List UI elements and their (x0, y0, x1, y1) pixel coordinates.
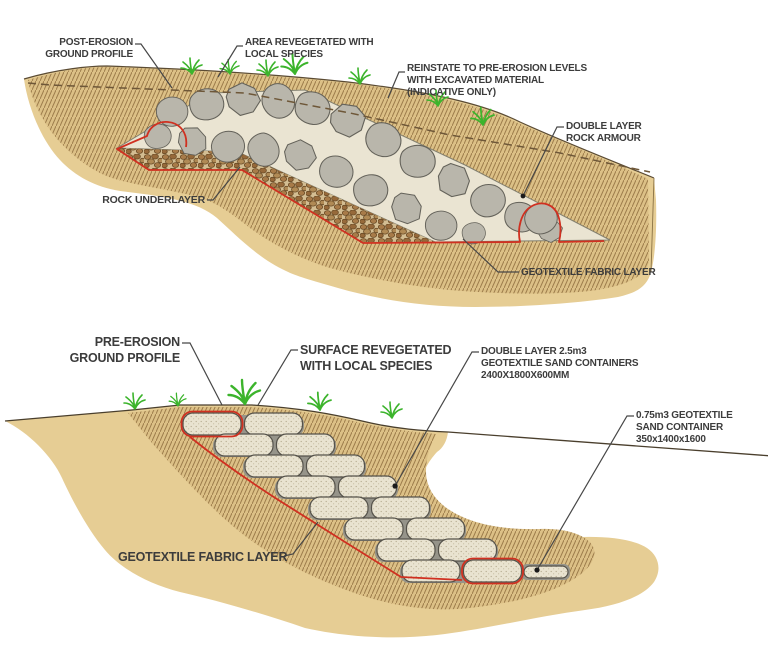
leader-dot (520, 193, 526, 199)
post-erosion-profile-dashed-line (27, 82, 651, 173)
label-double-layer-rock-armour: DOUBLE LAYER ROCK ARMOUR (566, 121, 642, 145)
leader-lines-bottom (182, 342, 634, 571)
label-double-layer-sand-containers: DOUBLE LAYER 2.5m3 GEOTEXTILE SAND CONTA… (481, 346, 639, 382)
sand-container-bag (182, 412, 242, 436)
leader-line (217, 45, 243, 78)
label-line: (INDICATIVE ONLY) (407, 87, 496, 98)
label-line: ROCK ARMOUR (566, 133, 641, 144)
geotextile-red-line (180, 410, 524, 585)
label-line: SAND CONTAINER (636, 422, 724, 433)
label-small-sand-container: 0.75m3 GEOTEXTILE SAND CONTAINER 350x140… (636, 410, 733, 446)
label-line: AREA REVEGETATED WITH (245, 37, 374, 48)
ground-edge-line (650, 177, 655, 273)
sand-container-bag (405, 517, 466, 541)
label-line: ROCK UNDERLAYER (102, 194, 205, 206)
label-line: 350x1400x1600 (636, 434, 706, 445)
label-line: 2400X1800X600MM (481, 370, 570, 381)
sand-container-bag (401, 559, 461, 583)
label-geotextile-fabric-layer-top: GEOTEXTILE FABRIC LAYER (521, 267, 656, 279)
leader-dot (534, 567, 540, 573)
label-line: LOCAL SPECIES (245, 49, 323, 60)
sand-container-bag (243, 412, 304, 436)
label-line: POST-EROSION (59, 37, 133, 48)
label-geotextile-fabric-layer-bottom: GEOTEXTILE FABRIC LAYER (118, 549, 287, 565)
rock-underlayer-band (117, 148, 435, 242)
sand-container-bag (309, 496, 369, 520)
leader-lines-top (135, 43, 564, 273)
label-line: WITH LOCAL SPECIES (300, 359, 433, 373)
leader-line (182, 342, 223, 406)
label-line: DOUBLE LAYER 2.5m3 (481, 346, 587, 357)
label-pre-erosion-ground-profile: PRE-EROSION GROUND PROFILE (69, 334, 181, 366)
sand-container-bags (182, 412, 569, 583)
top-diagram (23, 43, 657, 307)
label-line: WITH EXCAVATED MATERIAL (407, 75, 544, 86)
small-sand-container-bag (523, 565, 569, 579)
ground-surface-line (23, 65, 655, 179)
leader-dot (392, 483, 398, 489)
sand-container-bag (214, 433, 274, 457)
leader-line (394, 351, 479, 487)
label-line: PRE-EROSION (94, 335, 181, 349)
label-line: GROUND PROFILE (45, 49, 133, 60)
label-area-revegetated: AREA REVEGETATED WITH LOCAL SPECIES (245, 37, 374, 61)
label-surface-revegetated: SURFACE REVEGETATED WITH LOCAL SPECIES (300, 342, 452, 374)
label-line: REINSTATE TO PRE-EROSION LEVELS (407, 63, 587, 74)
leader-line (387, 71, 405, 99)
leader-line (135, 43, 173, 89)
leader-line (536, 415, 634, 571)
label-post-erosion-ground-profile: POST-EROSION GROUND PROFILE (45, 37, 133, 61)
label-reinstate-pre-erosion-levels: REINSTATE TO PRE-EROSION LEVELS WITH EXC… (407, 63, 587, 99)
sand-container-bag (305, 454, 366, 478)
sand-container-bag (276, 475, 336, 499)
label-line: GROUND PROFILE (69, 351, 181, 365)
bottom-diagram (4, 342, 768, 638)
label-line: GEOTEXTILE FABRIC LAYER (521, 267, 656, 278)
sand-container-bag (462, 559, 523, 583)
leader-line (522, 126, 564, 197)
leader-line (207, 166, 241, 201)
sand-container-bag (337, 475, 398, 499)
leader-line (462, 238, 519, 273)
label-rock-underlayer: ROCK UNDERLAYER (102, 194, 205, 206)
sand-container-bag (244, 454, 304, 478)
sand-container-bag (376, 538, 436, 562)
sand-container-bag (370, 496, 431, 520)
label-line: GEOTEXTILE FABRIC LAYER (118, 550, 288, 564)
leader-line (283, 521, 319, 557)
sand-container-bag (275, 433, 336, 457)
label-line: GEOTEXTILE SAND CONTAINERS (481, 358, 639, 369)
leader-line (257, 349, 298, 406)
sand-container-bag (344, 517, 404, 541)
label-line: SURFACE REVEGETATED (300, 343, 452, 357)
label-line: DOUBLE LAYER (566, 121, 642, 132)
geotextile-red-line (116, 121, 605, 244)
label-line: 0.75m3 GEOTEXTILE (636, 410, 733, 421)
